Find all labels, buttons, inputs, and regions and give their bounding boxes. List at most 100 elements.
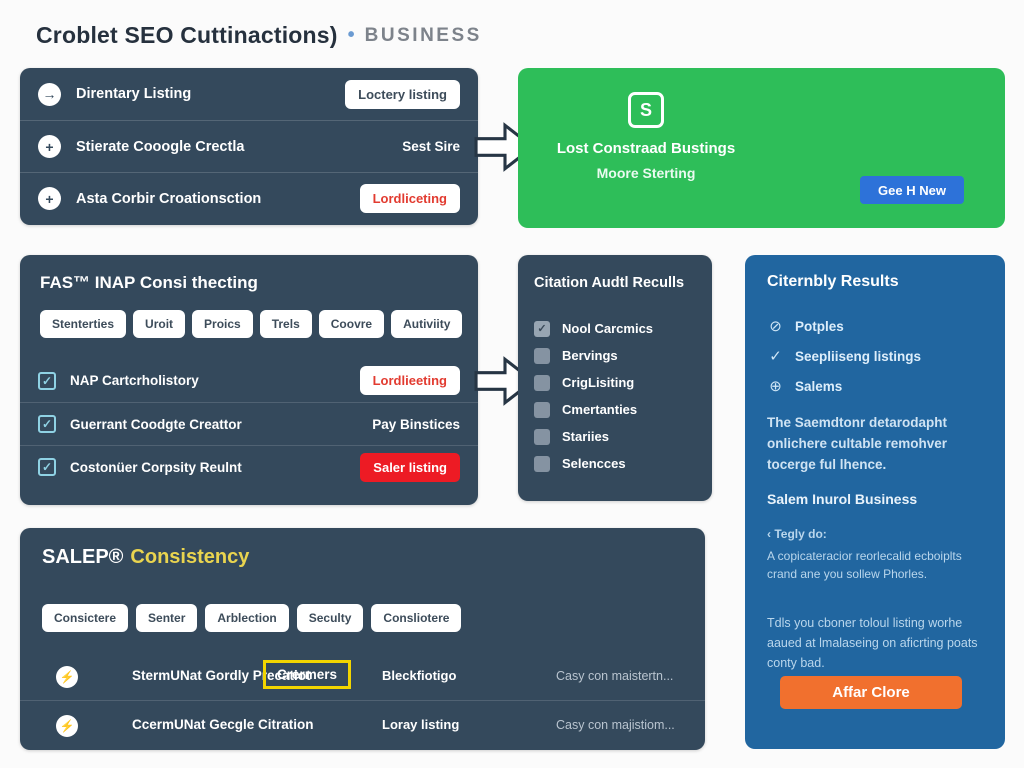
list-item: Cmertanties [534,396,653,423]
chip-coovre[interactable]: Coovre [318,310,385,338]
chip-autiviity[interactable]: Autiviity [391,310,463,338]
chip-uroit[interactable]: Uroit [133,310,186,338]
checkbox-checked-icon[interactable]: ✓ [534,320,550,337]
row-action-text: Pay Binstices [372,416,460,432]
list-item: ⚡ CcermUNat Gecgle Citration Loray listi… [20,700,705,748]
citation-results-panel: Citernbly Results ⊘ Potples ✓ Seepliisen… [745,255,1005,749]
arrow-circle-icon: → [38,82,61,106]
item-label: Stariies [562,429,609,444]
chip-row: Stenterties Uroit Proics Trels Coovre Au… [40,310,463,338]
loctery-listing-button[interactable]: Loctery listing [345,79,460,109]
row-label: Direntary Listing [76,86,192,102]
lightning-bolt-icon: ⚡ [56,666,78,688]
row-middle-text: Loray listing [382,717,460,732]
item-label: Bervings [562,348,618,363]
checkbox-icon[interactable] [534,347,550,364]
page-header: Croblet SEO Cuttinactions) • BUSINESS [36,22,482,49]
list-item: → Direntary Listing Loctery listing [20,68,478,120]
directory-listing-panel: → Direntary Listing Loctery listing + St… [20,68,478,225]
panel-title: Citernbly Results [767,273,899,290]
s-clipboard-icon: S [628,92,664,128]
saler-listing-button[interactable]: Saler listing [360,452,460,482]
lordlieeting-button[interactable]: Lordlieeting [359,366,460,395]
panel-title: FAS™ INAP Consi thecting [40,273,258,292]
checkbox-checked-icon[interactable]: ✓ [38,458,56,476]
item-label: Seepliiseng listings [795,348,922,364]
icon-glyph: + [45,138,54,155]
row-right-text: Casy con maistertn... [556,669,674,683]
results-subhead: Salem Inurol Business [767,491,918,507]
item-label: CrigLisiting [562,375,635,390]
lordliceting-button[interactable]: Lordliceting [359,184,460,213]
list-item: ✓ Guerrant Coodgte Creattor Pay Binstice… [20,402,478,445]
affar-clore-button[interactable]: Affar Clore [780,676,962,709]
list-item: ✓ NAP Cartcrholistory Lordlieeting [20,359,478,402]
list-item: ✓ Nool Carcmics [534,315,653,342]
row-label: Costonüer Corpsity Reulnt [70,459,242,475]
list-item: ✓ Costonüer Corpsity Reulnt Saler listin… [20,445,478,488]
salep-rows: ⚡ StermUNat Gordly Precatiot Crermers Bl… [20,652,705,748]
title-separator-dot: • [347,24,355,46]
check-glyph: ✓ [41,460,53,474]
list-item: CrigLisiting [534,369,653,396]
checkbox-checked-icon[interactable]: ✓ [38,415,56,433]
checkbox-checked-icon[interactable]: ✓ [38,371,56,390]
crermers-highlight-box[interactable]: Crermers [263,660,352,689]
check-glyph: ✓ [41,417,53,431]
salep-consistency-panel: SALEP®Consistency Consictere Senter Arbl… [20,528,705,750]
list-item: ⚡ StermUNat Gordly Precatiot Crermers Bl… [20,652,705,700]
panel-title: Citation Audtl Reculls [534,275,685,291]
row-right-text: Casy con majistiom... [556,718,675,732]
chip-consliotere[interactable]: Consliotere [371,604,462,632]
chip-stenterties[interactable]: Stenterties [40,310,127,338]
checkbox-icon[interactable] [534,428,550,445]
get-it-now-button[interactable]: Gee H New [860,176,964,204]
checkbox-icon[interactable] [534,374,550,391]
icon-glyph: → [42,86,57,102]
list-item: ⊕ Salems [767,371,921,401]
promo-subtitle: Moore Sterting [596,165,696,181]
note-body: A copicateracior reorlecalid ecboiplts c… [767,549,962,581]
item-label: Salems [795,378,843,394]
row-label: CcermUNat Gecgle Citration [132,717,314,732]
list-item: Bervings [534,342,653,369]
row-middle-text: Bleckfiotigo [382,668,457,683]
row-label: Asta Corbir Croationsction [76,190,262,207]
results-paragraph: The Saemdtonr detarodapht onlichere cult… [767,415,948,472]
citation-audit-panel: Citation Audtl Reculls ✓ Nool Carcmics B… [518,255,712,501]
checkbox-icon[interactable] [534,401,550,418]
chip-senter[interactable]: Senter [136,604,198,632]
chip-trels[interactable]: Trels [259,310,312,338]
row-action-text: Sest Sire [402,139,460,154]
panel-title-accent: Consistency [130,546,250,568]
item-label: Selencces [562,456,626,471]
business-badge: BUSINESS [364,24,482,46]
bolt-glyph: ⚡ [59,670,75,684]
icon-letter: S [639,99,652,120]
nap-rows: ✓ NAP Cartcrholistory Lordlieeting ✓ Gue… [20,359,478,488]
note-title: ‹ Tegly do: [767,527,827,541]
chip-row: Consictere Senter Arblection Seculty Con… [42,604,462,632]
item-label: Cmertanties [562,402,638,417]
chip-proics[interactable]: Proics [192,310,253,338]
list-item: Selencces [534,450,653,477]
row-label: Guerrant Coodgte Creattor [70,416,242,432]
page-title: Croblet SEO Cuttinactions) [36,22,338,48]
list-item: + Stierate Cooogle Crectla Sest Sire [20,120,478,172]
promo-title: Lost Constraad Bustings [556,140,736,157]
results-list: ⊘ Potples ✓ Seepliiseng listings ⊕ Salem… [767,311,921,401]
list-item: ⊘ Potples [767,311,921,341]
no-entry-icon: ⊘ [769,318,782,335]
list-item: + Asta Corbir Croationsction Lordlicetin… [20,172,478,224]
item-label: Nool Carcmics [562,321,654,336]
chip-consictere[interactable]: Consictere [42,604,129,632]
check-glyph: ✓ [41,373,53,388]
plus-circle-icon: + [38,135,61,158]
chip-seculty[interactable]: Seculty [296,604,364,632]
globe-icon: ⊕ [769,378,782,395]
audit-list: ✓ Nool Carcmics Bervings CrigLisiting Cm… [534,315,653,477]
row-label: Stierate Cooogle Crectla [76,138,245,155]
checkbox-icon[interactable] [534,455,550,472]
plus-circle-icon: + [38,187,61,210]
chip-arblection[interactable]: Arblection [205,604,289,632]
